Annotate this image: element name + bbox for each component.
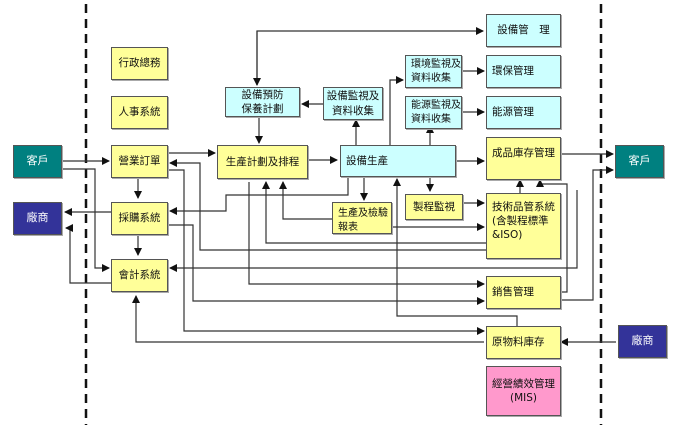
node-raw-material: 原物料庫存 bbox=[486, 326, 561, 359]
node-hr: 人事系統 bbox=[111, 96, 168, 129]
node-equip-mgmt: 設備管 理 bbox=[486, 14, 561, 47]
node-vendor-right: 廠商 bbox=[618, 325, 667, 358]
node-env-monitor: 環境監視及 資料收集 bbox=[405, 55, 462, 88]
node-prod-plan: 生產計劃及排程 bbox=[217, 145, 308, 179]
edge-equip-prod-to-env-monitor bbox=[389, 76, 404, 145]
node-purchasing: 採購系統 bbox=[111, 202, 168, 235]
node-equip-monitor: 設備監視及 資料收集 bbox=[323, 87, 383, 120]
edge-tech-qc-to-prod-plan bbox=[262, 181, 486, 244]
edge-accounting-to-vendor bbox=[65, 224, 111, 284]
edge-sales-order-to-raw-material bbox=[168, 169, 485, 335]
node-prod-report: 生產及檢驗 報表 bbox=[332, 202, 392, 234]
edge-sales-mgmt-to-accounting bbox=[169, 190, 578, 272]
node-vendor-left: 廠商 bbox=[13, 202, 62, 235]
node-mis: 經營績效管理 (MIS) bbox=[486, 366, 561, 416]
edge-sales-mgmt-to-customer bbox=[560, 166, 614, 301]
node-accounting: 會計系統 bbox=[111, 259, 168, 292]
node-customer-right: 客戶 bbox=[615, 145, 664, 178]
edge-sales-mgmt-to-finished-goods bbox=[536, 179, 568, 293]
edge-prod-report-to-prod-plan bbox=[279, 181, 332, 220]
node-admin: 行政總務 bbox=[111, 47, 168, 80]
edge-raw-material-to-accounting bbox=[132, 295, 484, 343]
node-energy-monitor: 能源監視及 資料收集 bbox=[405, 96, 462, 129]
node-finished-goods: 成品庫存管理 bbox=[486, 137, 561, 180]
edge-tech-qc-to-sales-order bbox=[169, 159, 486, 251]
node-equip-prod: 設備生產 bbox=[340, 145, 456, 177]
edge-equip-prod-to-purchasing bbox=[169, 177, 349, 215]
node-equip-maint-plan: 設備預防 保養計劃 bbox=[225, 87, 300, 117]
edge-purchasing-to-sales-mgmt bbox=[168, 224, 485, 305]
edge-prod-plan-to-sales-mgmt bbox=[248, 182, 485, 288]
edge-customer-to-accounting bbox=[62, 168, 110, 272]
node-energy-mgmt: 能源管理 bbox=[486, 96, 561, 129]
node-env-mgmt: 環保管理 bbox=[486, 55, 561, 88]
node-tech-qc: 技術品管系統 (含製程標準 &ISO) bbox=[486, 193, 561, 259]
node-process-monitor: 製程監視 bbox=[405, 194, 463, 220]
edge-raw-material-to-equip-prod bbox=[393, 178, 518, 326]
node-customer-left: 客戶 bbox=[13, 145, 62, 178]
node-sales-mgmt: 銷售管理 bbox=[486, 276, 561, 309]
node-sales-order: 營業訂單 bbox=[111, 145, 168, 178]
